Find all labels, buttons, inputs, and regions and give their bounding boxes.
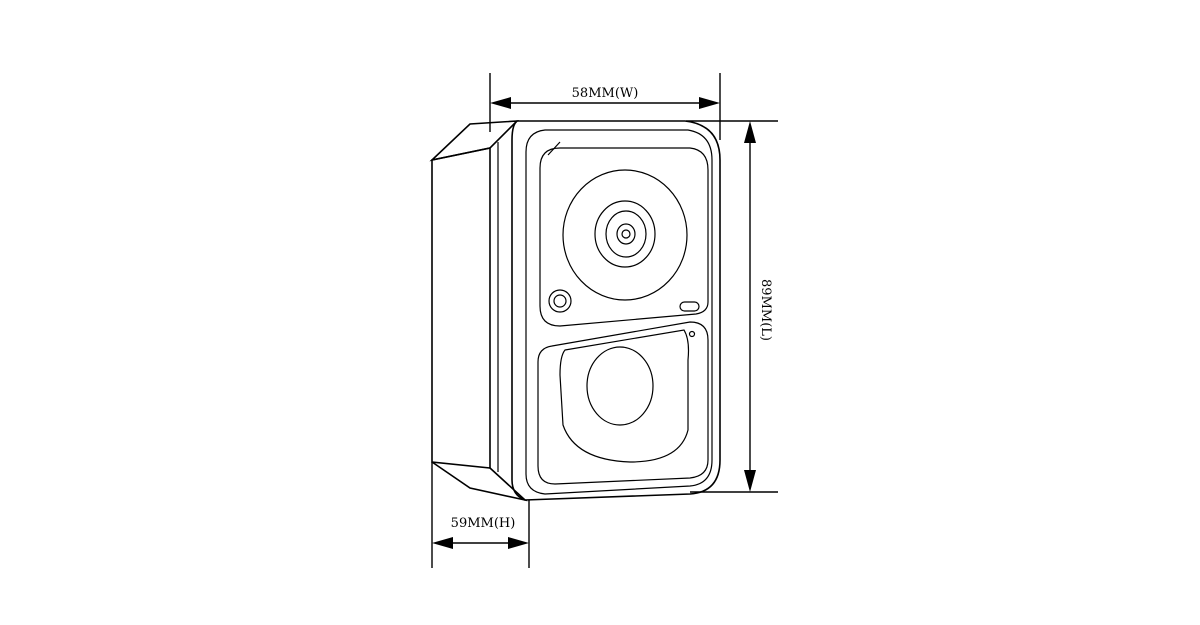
- lens-middle-ring: [594, 200, 656, 268]
- sensor-inner: [553, 294, 567, 308]
- sensor-outer: [548, 289, 572, 313]
- length-dimension: 89MM(L): [686, 120, 778, 493]
- device-front-face: [511, 120, 721, 501]
- lens-core-ring: [616, 223, 636, 245]
- speaker-panel: [537, 321, 709, 485]
- height-label: 59MM(H): [451, 516, 516, 531]
- lens-inner-ring: [605, 210, 647, 258]
- length-label: 89MM(L): [758, 279, 773, 341]
- speaker-grille: [586, 346, 654, 426]
- height-dimension: 59MM(H): [431, 462, 530, 568]
- lens-center: [621, 229, 631, 239]
- device-side-face: [429, 120, 528, 502]
- indicator-led: [679, 301, 700, 312]
- microphone-hole: [688, 330, 696, 338]
- width-dimension: 58MM(W): [489, 73, 721, 140]
- camera-panel: [539, 141, 709, 327]
- width-label: 58MM(W): [572, 86, 639, 101]
- lens-outer-ring: [562, 169, 688, 301]
